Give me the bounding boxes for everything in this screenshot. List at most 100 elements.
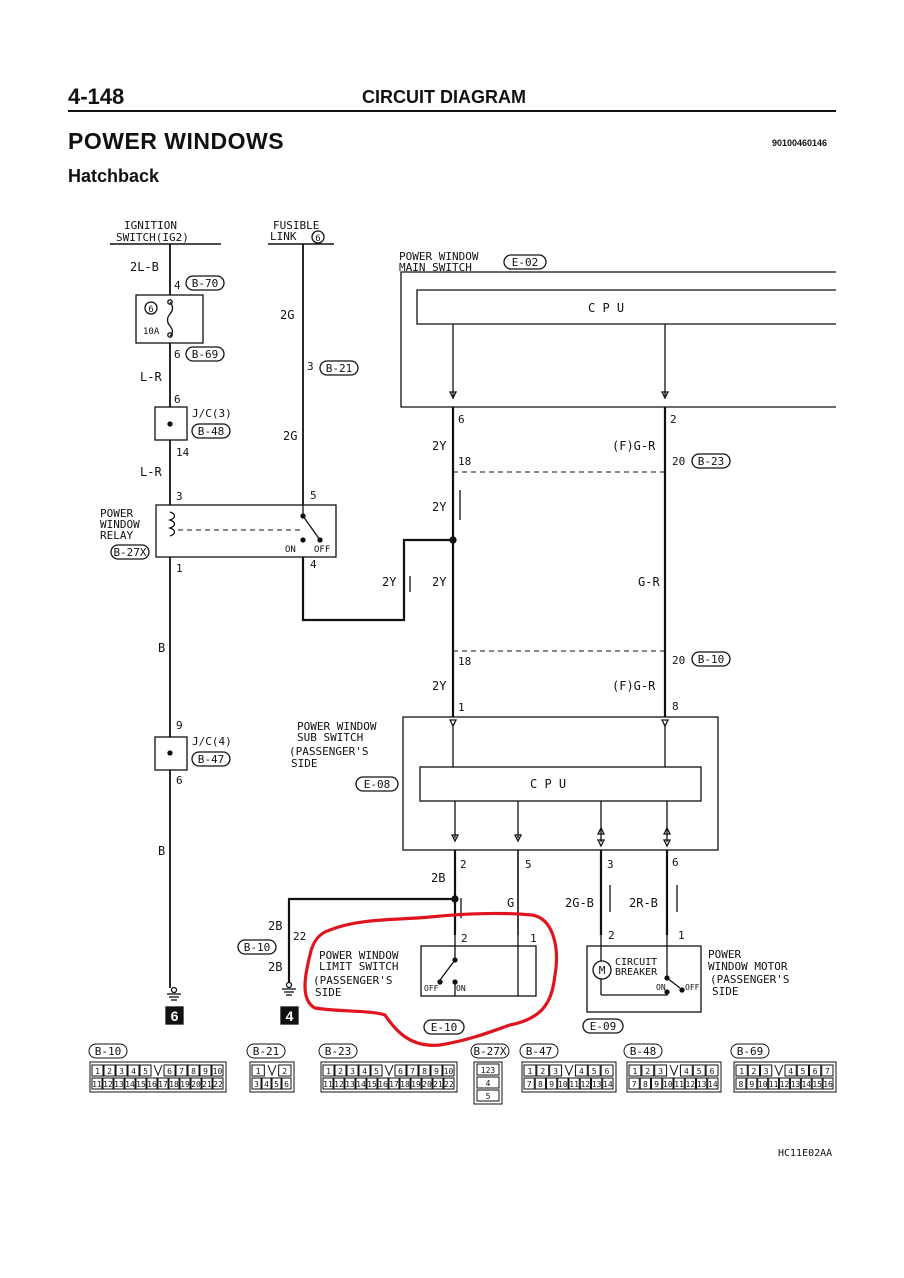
connector-view-tag-label: B-48 <box>630 1045 657 1058</box>
connector-view-tag-label: B-21 <box>253 1045 280 1058</box>
connector-tag-b21: B-21 <box>319 360 359 376</box>
power-window-main-switch: POWER WINDOW MAIN SWITCH E-02 C P U <box>399 250 836 408</box>
connector-view-tag-label: B-47 <box>526 1045 553 1058</box>
svg-text:E-09: E-09 <box>590 1020 617 1033</box>
svg-text:J/C(4): J/C(4) <box>192 735 232 748</box>
svg-text:6: 6 <box>174 393 181 406</box>
connector-pin: 6 <box>710 1067 715 1076</box>
connector-pin: 20 <box>422 1080 432 1089</box>
svg-text:9: 9 <box>176 719 183 732</box>
connector-pin: 12 <box>103 1080 113 1089</box>
connector-key-notch <box>267 1064 277 1077</box>
sub-switch-cpu-label: C P U <box>530 777 566 791</box>
connector-pin: 4 <box>684 1067 689 1076</box>
connector-view-tag-label: B-69 <box>737 1045 764 1058</box>
connector-face-b69 <box>733 1061 837 1093</box>
connector-pin: 8 <box>538 1080 543 1089</box>
connector-view-tag-b69 <box>730 1043 770 1059</box>
connector-face-b48 <box>626 1061 722 1093</box>
svg-text:ON: ON <box>456 984 466 993</box>
connector-pin: 2 <box>282 1067 287 1076</box>
connector-pin: 15 <box>367 1080 377 1089</box>
connector-pin: 3 <box>764 1067 769 1076</box>
svg-text:4: 4 <box>310 558 317 571</box>
svg-text:6: 6 <box>174 348 181 361</box>
connector-key-notch <box>669 1064 679 1077</box>
svg-text:SIDE: SIDE <box>315 986 342 999</box>
connector-pin: 9 <box>203 1067 208 1076</box>
svg-text:(PASSENGER'S: (PASSENGER'S <box>289 745 368 758</box>
connector-pin: 12 <box>581 1080 591 1089</box>
diagram-subtitle: Hatchback <box>68 166 160 186</box>
connector-pin: 14 <box>603 1080 613 1089</box>
ground-symbol-4: 4 <box>280 981 299 1025</box>
connector-pin: 7 <box>527 1080 532 1089</box>
connector-pin: 17 <box>158 1080 168 1089</box>
connector-view-tag-b10 <box>88 1043 128 1059</box>
fuse-rating: 10A <box>143 327 160 337</box>
svg-text:6: 6 <box>171 1008 179 1024</box>
svg-text:2: 2 <box>608 929 615 942</box>
connector-pin: 8 <box>643 1080 648 1089</box>
connector-pin: 10 <box>558 1080 568 1089</box>
connector-pin: 14 <box>801 1080 811 1089</box>
connector-pin: 6 <box>398 1067 403 1076</box>
svg-text:POWER WINDOW: POWER WINDOW <box>319 949 399 962</box>
svg-text:ON: ON <box>285 545 296 555</box>
connector-pin: 7 <box>179 1067 184 1076</box>
connector-view-tag-b21 <box>246 1043 286 1059</box>
junction-connector-3: J/C(3) B-48 <box>154 406 232 441</box>
connector-pin: 2 <box>751 1067 756 1076</box>
connector-pin: 2 <box>540 1067 545 1076</box>
svg-text:J/C(3): J/C(3) <box>192 407 232 420</box>
svg-text:CIRCUIT: CIRCUIT <box>615 957 657 968</box>
svg-text:20: 20 <box>672 654 685 667</box>
connector-pin: 4 <box>788 1067 793 1076</box>
diagram-code: 90100460146 <box>772 138 828 148</box>
pin-4-b70: 4 <box>174 279 181 292</box>
connector-view-tag-b48 <box>623 1043 663 1059</box>
connector-view-tag-label: B-10 <box>95 1045 122 1058</box>
svg-text:2G-B: 2G-B <box>565 896 594 910</box>
svg-text:B-10: B-10 <box>244 941 271 954</box>
connector-pin: 15 <box>136 1080 146 1089</box>
connector-pin: 2 <box>338 1067 343 1076</box>
connector-pin: 21 <box>202 1080 212 1089</box>
connector-pin: 13 <box>345 1080 355 1089</box>
connector-pin: 16 <box>378 1080 388 1089</box>
connector-pin: 10 <box>444 1067 454 1076</box>
connector-tag-b10-lower: B-10 <box>237 939 277 955</box>
connector-pin: 4 <box>579 1067 584 1076</box>
connector-pin: 18 <box>169 1080 179 1089</box>
svg-text:B-10: B-10 <box>698 653 725 666</box>
svg-text:E-10: E-10 <box>431 1021 458 1034</box>
svg-text:POWER WINDOW: POWER WINDOW <box>399 250 479 263</box>
connector-tag-b10-upper: B-10 <box>691 651 731 667</box>
svg-text:POWER WINDOW: POWER WINDOW <box>297 720 377 733</box>
svg-text:2Y: 2Y <box>432 439 447 453</box>
connector-pin: 7 <box>632 1080 637 1089</box>
svg-text:2: 2 <box>460 858 467 871</box>
connector-pin: 14 <box>708 1080 718 1089</box>
power-window-relay: POWER WINDOW RELAY B-27X ON OFF <box>100 504 337 560</box>
svg-text:LINK: LINK <box>270 230 297 243</box>
svg-text:L-R: L-R <box>140 465 162 479</box>
connector-pin: 13 <box>114 1080 124 1089</box>
svg-text:SIDE: SIDE <box>712 985 739 998</box>
connector-pin: 18 <box>400 1080 410 1089</box>
connector-pin: 10 <box>663 1080 673 1089</box>
ground-symbol-6: 6 <box>165 986 184 1025</box>
connector-pin: 5 <box>274 1080 279 1089</box>
svg-text:G-R: G-R <box>638 575 660 589</box>
connector-pin: 5 <box>486 1092 491 1101</box>
connector-pin: 4 <box>264 1080 269 1089</box>
power-window-motor: M CIRCUIT BREAKER ON OFF POWER WINDOW MO… <box>582 935 789 1034</box>
connector-pin: 13 <box>697 1080 707 1089</box>
connector-key-notch <box>564 1064 574 1077</box>
svg-text:MAIN SWITCH: MAIN SWITCH <box>399 261 472 274</box>
connector-view-tag-b23 <box>318 1043 358 1059</box>
svg-text:2B: 2B <box>431 871 445 885</box>
page-number: 4-148 <box>68 84 125 109</box>
svg-text:3: 3 <box>176 490 183 503</box>
